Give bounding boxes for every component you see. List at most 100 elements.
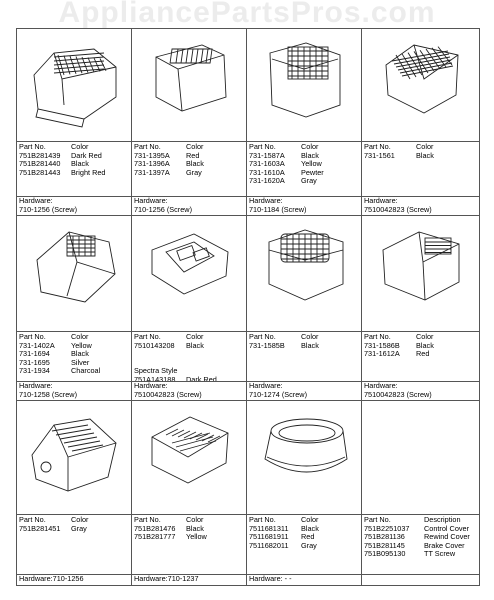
part-number: 731-1694	[19, 349, 50, 359]
hardware-info: Hardware: 710-1258 (Screw)	[17, 381, 131, 399]
color-value: Black	[301, 523, 319, 533]
hardware-info: Hardware: 7510042823 (Screw)	[132, 381, 246, 399]
part-number: 7511681911	[249, 532, 289, 542]
color-header: Color	[71, 332, 89, 341]
part-number: 7511681311	[249, 523, 289, 533]
color-value: Rewind Cover	[424, 532, 470, 542]
description-header: Description	[424, 515, 461, 524]
part-no-header: Part No.	[134, 142, 161, 151]
shroud-image	[247, 216, 361, 337]
color-value: Black	[301, 150, 319, 160]
part-number: 751B095130	[364, 549, 406, 559]
color-value: Black	[416, 150, 434, 160]
divider	[132, 514, 246, 515]
part-number: 731-1396A	[134, 159, 170, 169]
part-no-header: Part No.	[19, 515, 46, 524]
color-value: Dark Red	[71, 150, 102, 160]
part-number: 751B281439	[19, 150, 61, 160]
shroud-image	[247, 29, 361, 147]
hardware-info: Hardware:710-1237	[132, 574, 246, 584]
color-value: Dark Red	[186, 374, 217, 384]
part-number: 731-1603A	[249, 159, 285, 169]
part-no-header: Part No.	[249, 142, 276, 151]
divider	[362, 331, 479, 332]
divider	[362, 574, 479, 575]
divider	[247, 331, 361, 332]
part-number: 731-1934	[19, 366, 50, 376]
part-number: 751B281451	[19, 523, 61, 533]
color-value: Gray	[301, 176, 317, 186]
shroud-image	[17, 216, 131, 337]
color-value: Black	[186, 340, 204, 350]
color-header: Color	[416, 332, 434, 341]
divider	[362, 514, 479, 515]
part-number: 731-1610A	[249, 167, 285, 177]
part-number: 731-1561	[364, 150, 395, 160]
part-number: 751B281476	[134, 523, 176, 533]
part-number: 731-1397A	[134, 167, 170, 177]
color-header: Color	[186, 332, 204, 341]
hardware-info: Hardware: 710-1256 (Screw)	[132, 196, 246, 214]
color-value: Red	[416, 349, 430, 359]
part-number: 7511682011	[249, 540, 289, 550]
divider	[132, 331, 246, 332]
part-number: 731-1585B	[249, 340, 285, 350]
part-no-header: Part No.	[249, 332, 276, 341]
part-number: 751B281777	[134, 532, 176, 542]
color-value: Black	[186, 159, 204, 169]
part-number: 751B281443	[19, 167, 61, 177]
color-value: Black	[416, 340, 434, 350]
part-number: 751B2251037	[364, 523, 410, 533]
divider	[132, 141, 246, 142]
part-no-header: Part No.	[364, 142, 391, 151]
color-header: Color	[186, 142, 204, 151]
hardware-info: Hardware: - -	[247, 574, 361, 584]
shroud-image	[132, 216, 246, 337]
part-no-header: Part No.	[19, 142, 46, 151]
color-header: Color	[301, 515, 319, 524]
color-value: Gray	[301, 540, 317, 550]
color-value: Yellow	[71, 340, 92, 350]
color-header: Color	[71, 515, 89, 524]
hardware-info: Hardware: 7510042823 (Screw)	[362, 381, 479, 399]
color-value: Gray	[186, 167, 202, 177]
part-number: 751B281136	[364, 532, 405, 542]
divider	[247, 514, 361, 515]
color-value: Yellow	[301, 159, 322, 169]
shroud-image	[362, 401, 479, 520]
divider	[17, 331, 131, 332]
part-numbers: Part No.731-1561	[364, 142, 395, 160]
shroud-image	[247, 401, 361, 520]
part-number: 751A143188	[134, 374, 176, 384]
color-value	[186, 350, 217, 359]
part-number: 751B281145	[364, 540, 405, 550]
divider	[17, 141, 131, 142]
color-value: Brake Cover	[424, 540, 465, 550]
color-value: Silver	[71, 357, 90, 367]
divider	[247, 141, 361, 142]
part-no-header: Part No.	[364, 515, 391, 524]
color-value: Black	[71, 159, 89, 169]
divider	[362, 141, 479, 142]
divider	[17, 514, 131, 515]
color-value: Charcoal	[71, 366, 101, 376]
